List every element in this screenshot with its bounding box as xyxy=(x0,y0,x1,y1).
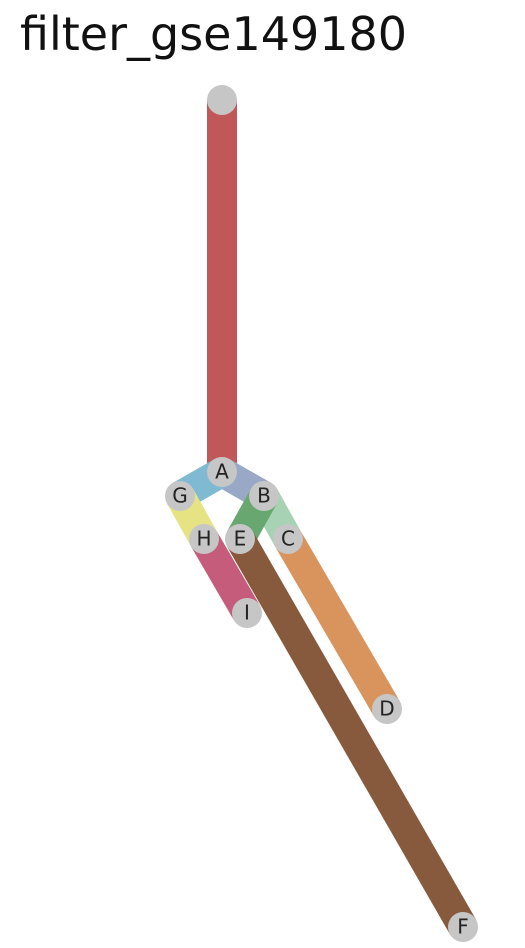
tree-node-d: D xyxy=(372,694,402,724)
node-circle xyxy=(448,912,478,942)
diagram-title: filter_gse149180 xyxy=(20,7,408,61)
node-label: C xyxy=(281,527,295,551)
tree-node-e: E xyxy=(225,524,255,554)
nodes-layer: A BC D E F GH I xyxy=(165,85,478,942)
node-circle xyxy=(249,481,279,511)
tree-node-a: A xyxy=(207,457,237,487)
tree-node-h: H xyxy=(189,524,219,554)
node-label: I xyxy=(244,601,250,625)
edge-e-f xyxy=(226,531,477,935)
node-label: F xyxy=(457,915,469,939)
node-label: G xyxy=(172,484,188,508)
node-circle xyxy=(273,524,303,554)
node-label: D xyxy=(379,697,394,721)
tree-node-c: C xyxy=(273,524,303,554)
tree-node-i: I xyxy=(232,598,262,628)
edge-c-d xyxy=(275,531,400,717)
node-circle xyxy=(189,524,219,554)
edges-layer xyxy=(166,100,477,935)
tree-node-f: F xyxy=(448,912,478,942)
node-circle xyxy=(372,694,402,724)
tree-root-node xyxy=(207,85,237,115)
node-circle xyxy=(225,524,255,554)
node-label: E xyxy=(234,527,247,551)
node-label: H xyxy=(196,527,211,551)
node-circle xyxy=(232,598,262,628)
node-circle xyxy=(165,481,195,511)
node-label: A xyxy=(215,460,229,484)
tree-node-g: G xyxy=(165,481,195,511)
node-label: B xyxy=(257,484,271,508)
node-circle xyxy=(207,457,237,487)
node-circle xyxy=(207,85,237,115)
tree-node-b: B xyxy=(249,481,279,511)
